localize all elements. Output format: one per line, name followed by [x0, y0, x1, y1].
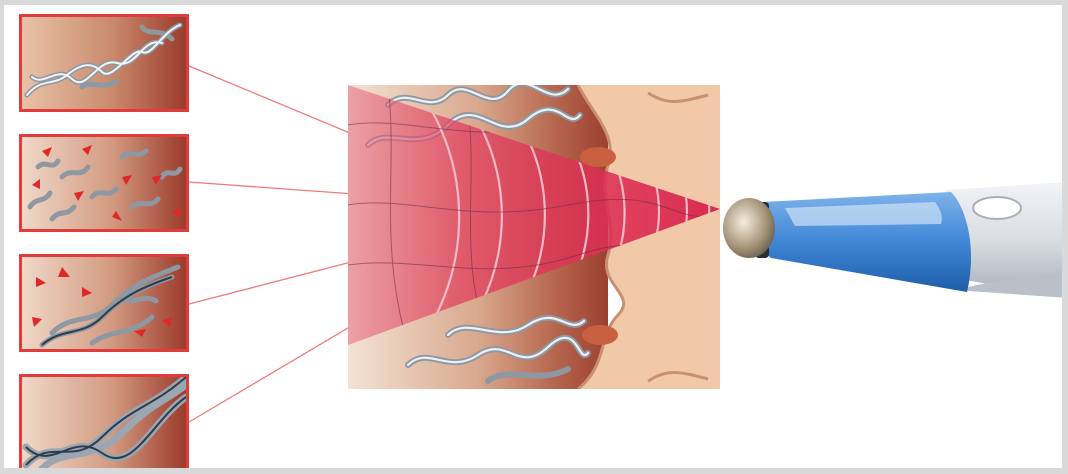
ultrasound-device: [715, 180, 1068, 300]
collagen-panel-helix: [19, 374, 189, 472]
collagen-fiber-icon: [22, 377, 186, 469]
collagen-panel-contracting: [19, 254, 189, 352]
collagen-panel-breaking: [19, 134, 189, 232]
collagen-fiber-icon: [22, 257, 186, 349]
collagen-panel-intact: [19, 14, 189, 112]
collagen-fiber-icon: [22, 137, 186, 229]
device-tip: [723, 198, 775, 258]
collagen-fiber-icon: [22, 17, 186, 109]
skin-cross-section: [348, 85, 720, 389]
